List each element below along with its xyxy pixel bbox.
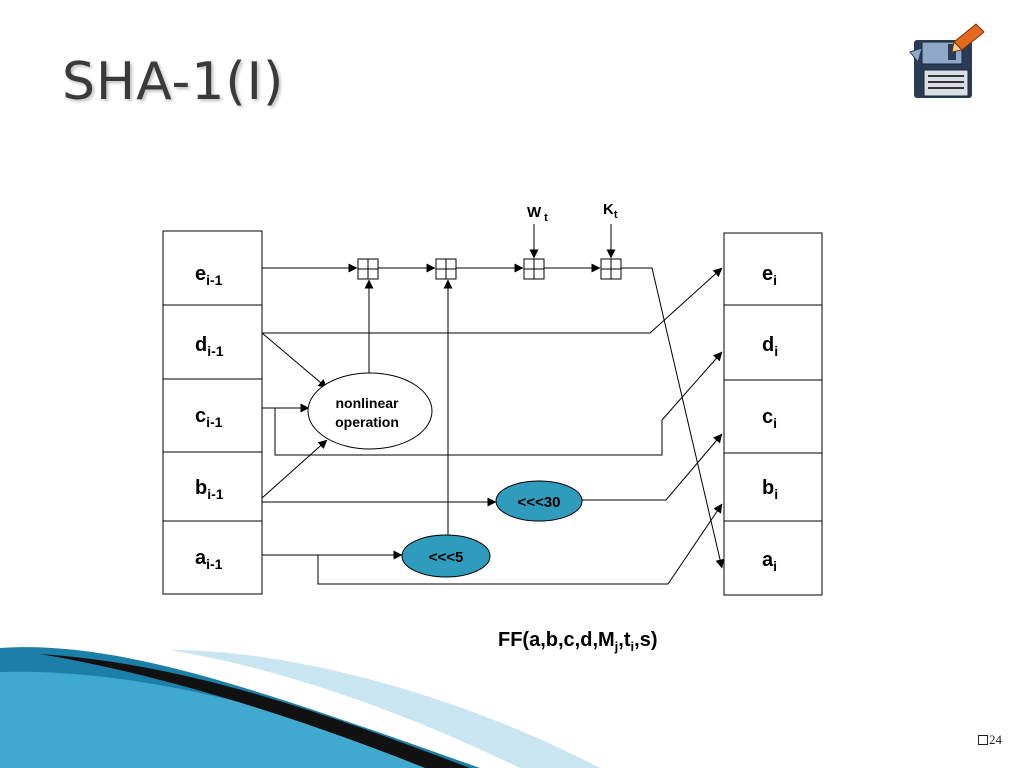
output-label-b: bi	[762, 477, 778, 502]
output-label-d: di	[762, 334, 778, 359]
input-register-column	[162, 230, 263, 595]
nonlinear-operation-node	[307, 372, 433, 450]
k-label: Kt	[603, 201, 618, 221]
output-label-c: ci	[762, 406, 777, 431]
rotate-30-label: <<<30	[518, 494, 561, 511]
output-register-column	[723, 232, 823, 596]
adder-3	[523, 258, 545, 280]
output-label-e: ei	[762, 263, 777, 288]
rotate-5-node	[401, 534, 491, 578]
output-label-a: ai	[762, 549, 777, 574]
input-label-b: bi-1	[195, 477, 224, 502]
slide-number: 24	[978, 732, 1002, 748]
adder-2	[435, 258, 457, 280]
input-label-c: ci-1	[195, 405, 223, 430]
nonlinear-label-line2: operation	[335, 414, 399, 430]
slide-title: SHA-1(I)	[62, 52, 285, 112]
input-label-e: ei-1	[195, 263, 223, 288]
clipart-icon	[908, 22, 988, 102]
connection-lines	[261, 224, 725, 585]
input-label-d: di-1	[195, 334, 224, 359]
bullet-box-icon	[978, 735, 988, 745]
nonlinear-label-line1: nonlinear	[335, 395, 399, 411]
rotate-5-label: <<<5	[429, 549, 464, 566]
decorative-swoosh	[0, 647, 600, 768]
round-function-formula: FF(a,b,c,d,Mj,ti,s)	[498, 629, 657, 654]
adder-4	[600, 258, 622, 280]
adder-1	[357, 258, 379, 280]
input-label-a: ai-1	[195, 547, 223, 572]
rotate-30-node	[495, 480, 583, 522]
